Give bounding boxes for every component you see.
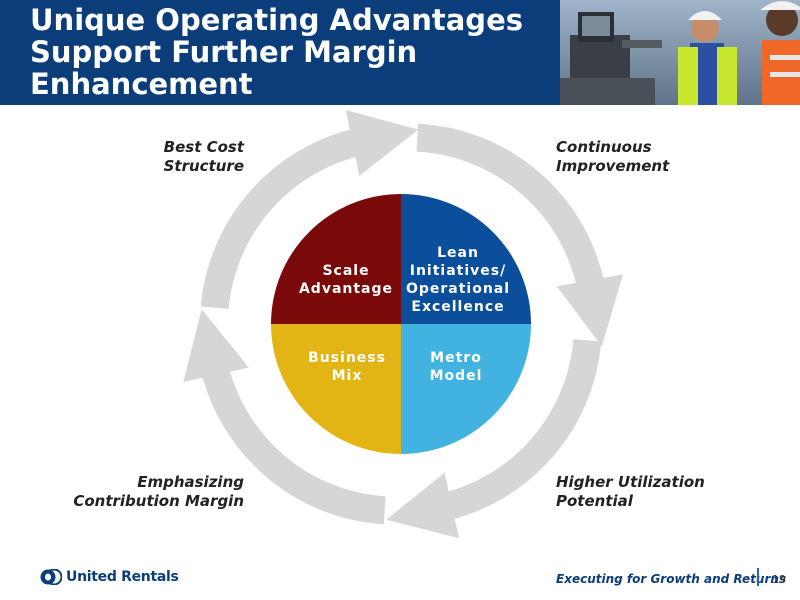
quadrant-label-line: Lean [437, 245, 479, 261]
quadrant-label-line: Model [429, 368, 483, 384]
label-line: Potential [556, 492, 633, 510]
label-best-cost-structure: Best Cost Structure [100, 138, 244, 176]
label-line: Improvement [556, 157, 670, 175]
label-line: Higher Utilization [556, 473, 705, 491]
pie-quadrant-bottom-left [271, 324, 401, 454]
worker-photo [560, 0, 800, 105]
quadrant-label-line: Scale [322, 263, 370, 279]
cycle-arrow-bottom-left [183, 309, 386, 525]
quadrant-label-line: Mix [331, 368, 363, 384]
title-line-3: Enhancement [30, 67, 253, 101]
quadrant-label-lean-initiatives: Lean Initiatives/ Operational Excellence [398, 244, 518, 316]
title-line-2: Support Further Margin [30, 35, 418, 69]
quadrant-label-business-mix: Business Mix [287, 349, 407, 385]
united-rentals-logo: United Rentals [40, 567, 179, 587]
footer-divider [757, 568, 759, 586]
footer-tagline: Executing for Growth and Returns [556, 572, 787, 586]
cycle-arrow-bottom-right [386, 338, 602, 539]
label-continuous-improvement: Continuous Improvement [556, 138, 756, 176]
cycle-arrow-top-left [200, 110, 419, 310]
label-line: Contribution Margin [73, 492, 244, 510]
quadrant-label-metro-model: Metro Model [396, 349, 516, 385]
quadrant-label-scale-advantage: Scale Advantage [286, 262, 406, 298]
quadrant-label-line: Operational [405, 281, 511, 297]
title-line-1: Unique Operating Advantages [30, 3, 523, 37]
label-emphasizing-contribution-margin: Emphasizing Contribution Margin [44, 473, 244, 511]
pie-quadrant-top-left [271, 194, 401, 324]
label-line: Continuous [556, 138, 652, 156]
quadrant-label-line: Initiatives/ [409, 263, 507, 279]
pie-quadrant-top-right [401, 194, 531, 324]
slide-header: Unique Operating Advantages Support Furt… [0, 0, 800, 105]
pie-quadrant-bottom-right [401, 324, 531, 454]
quadrant-label-line: Metro [430, 350, 482, 366]
page-number: 19 [772, 573, 786, 586]
logo-text: United Rentals [66, 569, 179, 585]
quadrant-label-line: Advantage [298, 281, 394, 297]
label-higher-utilization-potential: Higher Utilization Potential [556, 473, 756, 511]
label-line: Best Cost [163, 138, 244, 156]
quadrant-label-line: Business [308, 350, 386, 366]
label-line: Emphasizing [137, 473, 244, 491]
cycle-arrow-top-right [416, 123, 623, 347]
slide-title: Unique Operating Advantages Support Furt… [30, 4, 570, 100]
quadrant-label-line: Excellence [411, 299, 505, 315]
united-rentals-logo-icon [40, 569, 62, 585]
label-line: Structure [163, 157, 244, 175]
